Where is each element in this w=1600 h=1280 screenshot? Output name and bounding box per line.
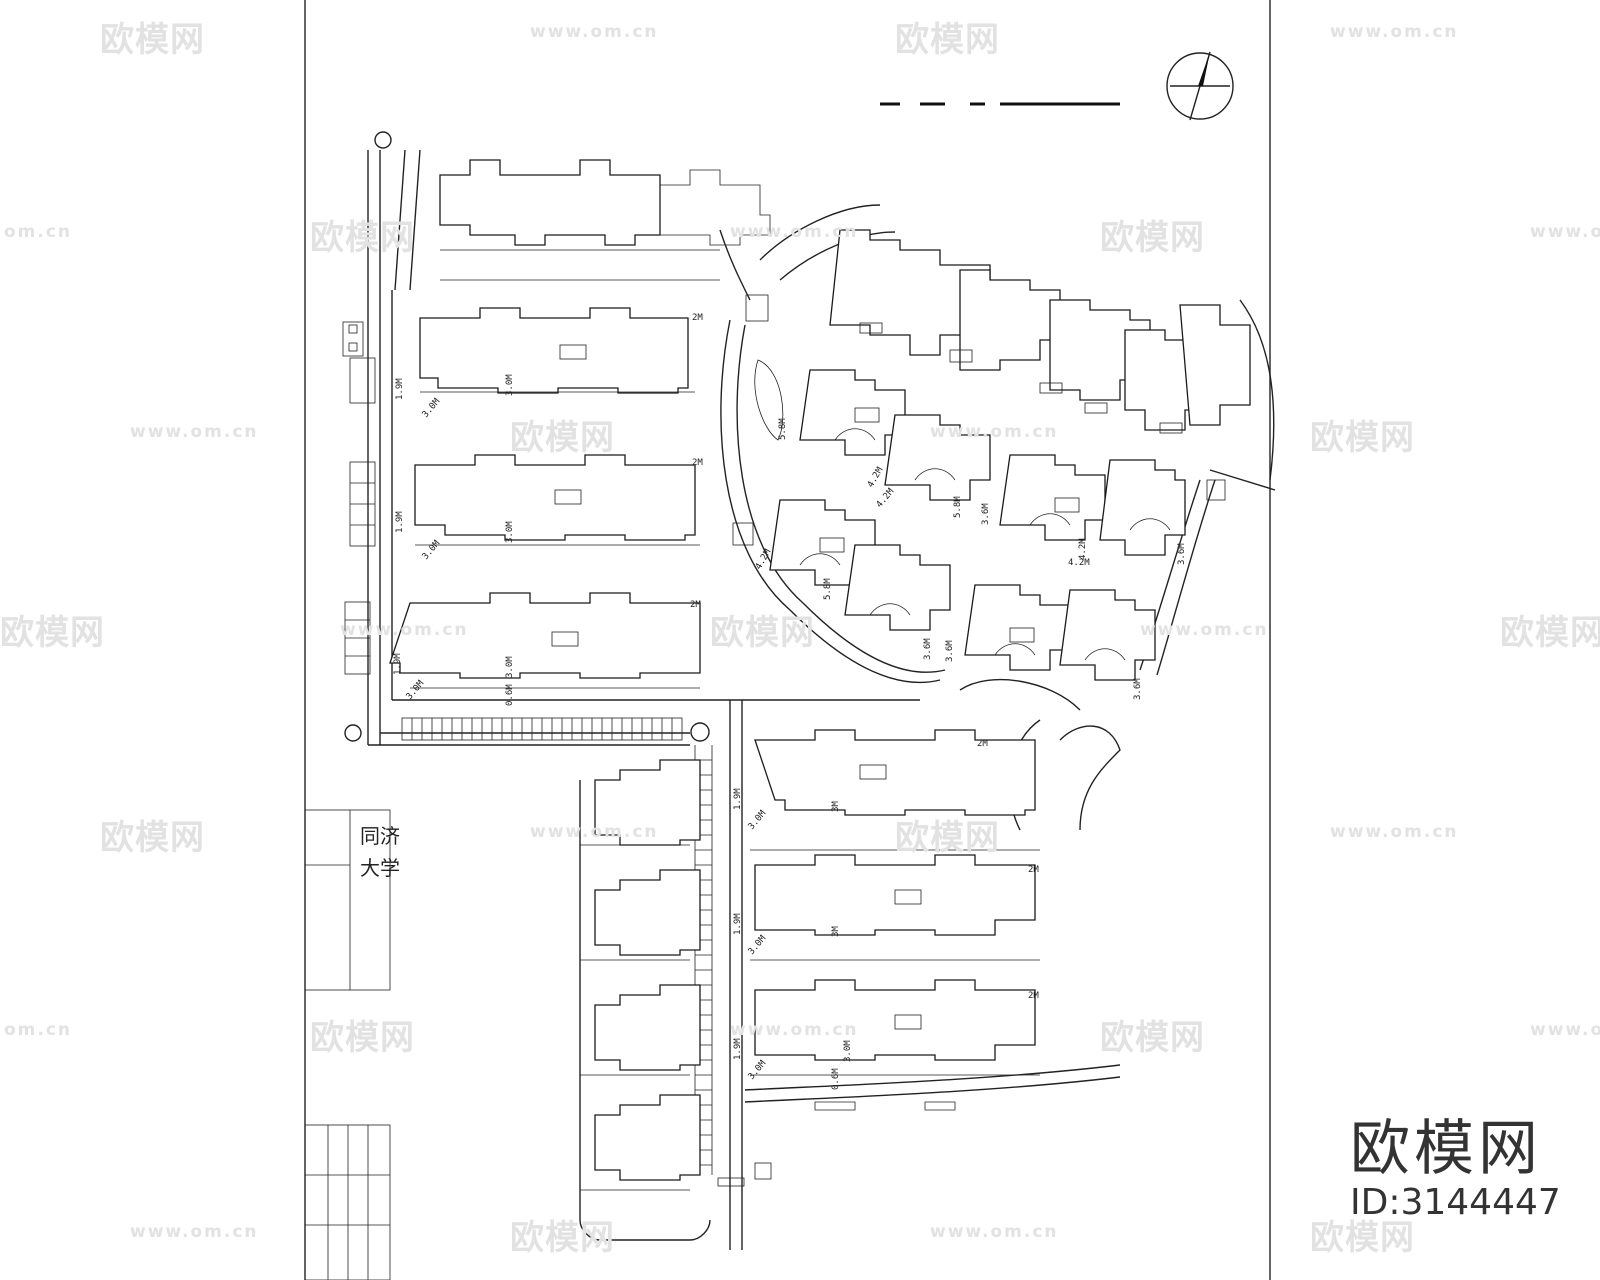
gate-structure-west bbox=[732, 522, 754, 546]
building-north-cluster bbox=[829, 229, 1251, 434]
dim-label: 1.9M bbox=[733, 788, 743, 810]
building-southeast-3 bbox=[744, 979, 1121, 1111]
dim-label: 2M bbox=[977, 739, 988, 749]
dim-label: 3.0M bbox=[747, 1058, 769, 1081]
west-parking-blocks bbox=[342, 321, 376, 675]
dimension-labels: 1.9M 3.0M 3.0M 2M 1.9M 3.0M 3.0M 2M 1.9M… bbox=[393, 313, 1187, 1090]
building-southwest-column bbox=[579, 759, 711, 1241]
curved-cluster-road bbox=[720, 204, 1276, 831]
dim-label: 1.9M bbox=[733, 1038, 743, 1060]
dim-label: 4.2M bbox=[875, 486, 897, 509]
dim-label: 4.2M bbox=[866, 465, 886, 489]
dim-label: 3.6M bbox=[1177, 543, 1187, 565]
north-arrow-icon bbox=[1166, 51, 1234, 121]
dim-label: 5.8M bbox=[953, 496, 963, 518]
dim-label: 3.0M bbox=[421, 538, 443, 561]
dim-label: 3.0M bbox=[505, 521, 515, 543]
dim-label: 0.6M bbox=[831, 1068, 841, 1090]
dim-label: 1.9M bbox=[393, 653, 403, 675]
building-cluster-a bbox=[799, 369, 991, 501]
dim-label: 1.9M bbox=[395, 378, 405, 400]
dim-label: 3.0M bbox=[405, 678, 427, 701]
gate-structure-east bbox=[1206, 479, 1226, 501]
dim-label: 2M bbox=[1028, 865, 1039, 875]
parking-strip bbox=[401, 717, 683, 741]
dim-label: 3.6M bbox=[923, 638, 933, 660]
dim-label: 3.0M bbox=[747, 933, 769, 956]
dim-label: 5.8M bbox=[778, 418, 788, 440]
dim-label: 3.0M bbox=[505, 656, 515, 678]
dim-label: 4.2M bbox=[1068, 558, 1090, 568]
dim-label: 2M bbox=[692, 313, 703, 323]
building-cluster-c bbox=[999, 454, 1186, 556]
building-west-1 bbox=[419, 307, 695, 394]
dim-label: 1.9M bbox=[733, 913, 743, 935]
dim-label: 0.6M bbox=[505, 684, 515, 706]
perimeter-roads bbox=[344, 131, 920, 746]
dim-label: 3.6M bbox=[981, 503, 991, 525]
building-southeast-1 bbox=[754, 729, 1036, 816]
brand-name: 欧模网 bbox=[1350, 1114, 1542, 1184]
dim-label: 3.0M bbox=[747, 808, 769, 831]
dim-label: 1.9M bbox=[395, 511, 405, 533]
building-west-3 bbox=[389, 592, 701, 689]
central-road bbox=[694, 700, 772, 1250]
building-west-2 bbox=[414, 454, 700, 546]
dim-label: 3.0M bbox=[843, 1040, 853, 1062]
school-block bbox=[304, 809, 391, 1280]
building-cluster-d bbox=[964, 584, 1156, 681]
brand-id: ID:3144447 bbox=[1350, 1182, 1561, 1223]
dim-label: 3M bbox=[831, 801, 841, 812]
dim-label: 5.8M bbox=[823, 578, 833, 600]
dim-label: 3.6M bbox=[945, 640, 955, 662]
dim-label: 2M bbox=[692, 458, 703, 468]
dim-label: 2M bbox=[1028, 991, 1039, 1001]
dim-label: 3.6M bbox=[1133, 678, 1143, 700]
dim-label: 3.0M bbox=[505, 374, 515, 396]
building-cluster-b bbox=[769, 499, 951, 631]
dim-label: 3M bbox=[831, 926, 841, 937]
school-label: 同济大学 bbox=[360, 824, 400, 880]
dim-label: 2M bbox=[690, 600, 701, 610]
building-top-left bbox=[439, 159, 771, 322]
dim-label: 4.2M bbox=[1078, 538, 1088, 560]
dim-label: 3.0M bbox=[421, 396, 443, 419]
building-southeast-2 bbox=[750, 849, 1040, 961]
brand-mark: 欧模网 ID:3144447 bbox=[1350, 1115, 1561, 1223]
